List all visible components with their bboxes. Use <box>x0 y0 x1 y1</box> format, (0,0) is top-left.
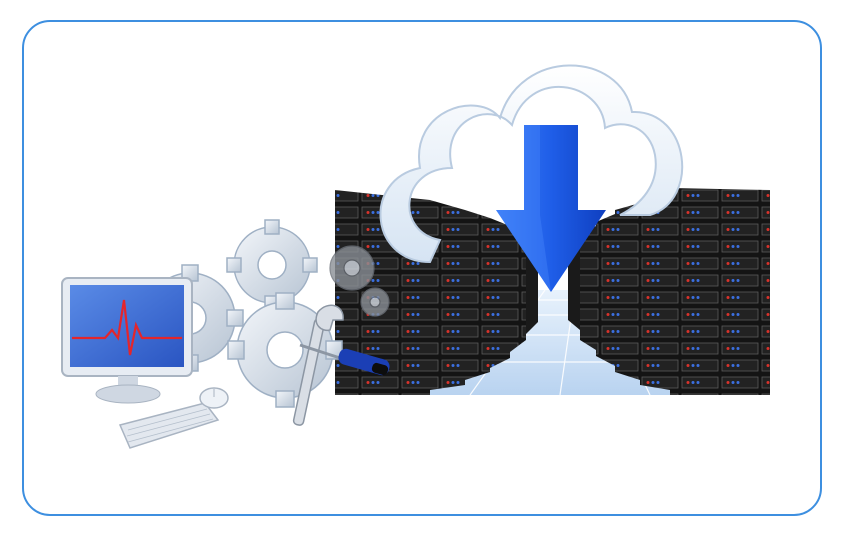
server-rack-icon <box>568 188 770 395</box>
cloud-icon <box>379 64 684 264</box>
mouse-icon <box>199 387 229 409</box>
download-arrow-icon <box>496 125 606 292</box>
heartbeat-line-icon <box>72 299 182 356</box>
monitor-icon <box>61 277 193 404</box>
screwdriver-icon <box>299 343 390 376</box>
keyboard-icon <box>118 402 220 449</box>
gear-icon <box>329 245 390 317</box>
wrench-icon <box>292 304 344 426</box>
gear-icon <box>226 219 318 311</box>
